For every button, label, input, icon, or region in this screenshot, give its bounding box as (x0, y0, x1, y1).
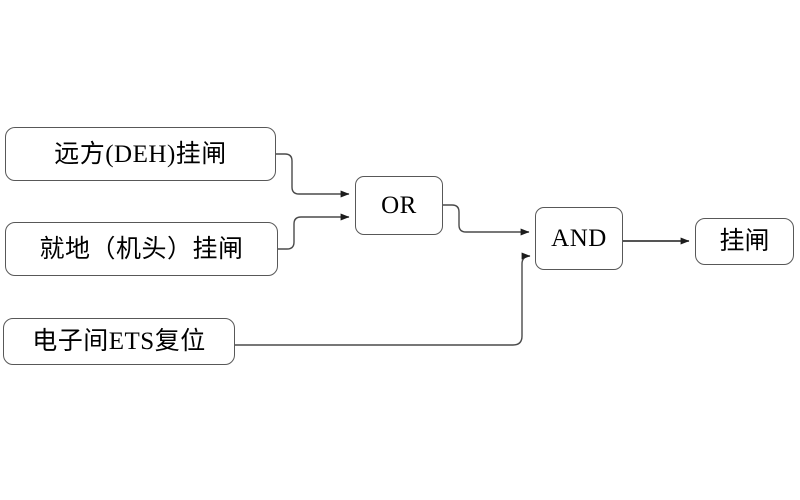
wire-or-to-and (443, 204, 530, 236)
input-node-ets-reset[interactable]: 电子间ETS复位 (3, 318, 235, 365)
gate-node-and-label: AND (551, 225, 607, 252)
gate-node-and[interactable]: AND (535, 207, 623, 270)
input-node-local-head[interactable]: 就地（机头）挂闸 (5, 222, 278, 276)
output-node-latch[interactable]: 挂闸 (695, 218, 794, 265)
wire-local-head-to-or (278, 213, 350, 250)
input-node-local-head-label: 就地（机头）挂闸 (39, 235, 244, 263)
wire-remote-deh-to-or (276, 153, 350, 198)
gate-node-or[interactable]: OR (355, 176, 443, 235)
input-node-remote-deh[interactable]: 远方(DEH)挂闸 (5, 127, 276, 181)
output-node-latch-label: 挂闸 (719, 228, 770, 255)
input-node-ets-reset-label: 电子间ETS复位 (32, 328, 206, 355)
input-node-remote-deh-label: 远方(DEH)挂闸 (54, 140, 227, 168)
wire-ets-reset-to-and (235, 252, 531, 346)
gate-node-or-label: OR (381, 192, 417, 219)
